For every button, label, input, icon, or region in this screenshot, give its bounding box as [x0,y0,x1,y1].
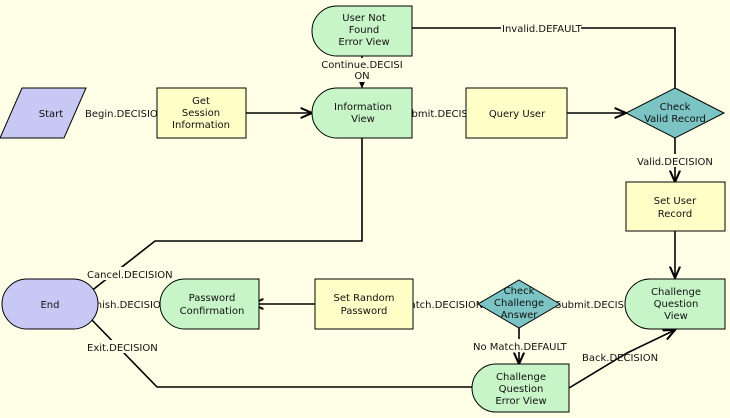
edge-label-match: Match.DECISION [400,297,483,311]
edge-match[interactable]: Match.DECISION [400,297,483,311]
svg-text:Challenge: Challenge [651,287,701,298]
edge-invalid[interactable]: Invalid.DEFAULT [385,21,676,88]
svg-text:Invalid.DEFAULT: Invalid.DEFAULT [502,24,583,35]
edge-label-back: Back.DECISION [582,353,658,364]
edge-submit[interactable]: submit.DECISION [399,106,486,120]
svg-text:Check: Check [504,286,535,297]
svg-text:Continue.DECISI: Continue.DECISI [321,60,402,71]
svg-text:Error View: Error View [338,37,389,48]
svg-text:Question: Question [499,384,544,395]
svg-text:ON: ON [354,71,369,82]
node-end[interactable]: End [1,278,99,330]
edge-label-invalid: Invalid.DEFAULT [501,21,583,35]
svg-text:User Not: User Not [342,13,386,24]
edge-finish[interactable]: Finish.DECISION [87,297,169,311]
svg-text:Check: Check [660,102,691,113]
svg-text:Answer: Answer [501,310,539,321]
edge-label-exit: Exit.DECISION [86,340,166,354]
svg-text:Exit.DECISION: Exit.DECISION [87,343,158,354]
edge-label-finish: Finish.DECISION [87,297,169,311]
svg-text:Start: Start [39,109,64,120]
svg-text:View: View [664,311,688,322]
svg-text:Valid Record: Valid Record [644,114,706,125]
node-user-not-found-error-view[interactable]: User Not Found Error View [311,5,413,57]
svg-text:Error View: Error View [495,396,546,407]
edge-no-match[interactable]: No Match.DEFAULT [472,328,568,364]
node-check-valid-record[interactable]: Check Valid Record [624,87,726,139]
svg-text:Question: Question [654,299,699,310]
svg-text:Password: Password [189,293,236,304]
node-set-user-record[interactable]: Set User Record [625,181,726,232]
node-get-session-information[interactable]: Get Session Information [156,87,247,139]
svg-text:Submit.DECISION: Submit.DECISION [555,300,642,311]
svg-text:Session: Session [182,108,220,119]
node-start[interactable]: Start [0,87,87,139]
svg-text:End: End [40,300,59,311]
edge-label-continue: Continue.DECISI ON [321,58,403,82]
node-check-challenge-answer[interactable]: Check Challenge Answer [477,279,561,329]
svg-text:Challenge: Challenge [496,372,546,383]
edge-label-cancel: Cancel.DECISION [86,267,173,281]
svg-text:Record: Record [658,209,693,220]
svg-text:Information: Information [334,102,392,113]
node-challenge-question-view[interactable]: Challenge Question View [624,278,726,330]
svg-text:Begin.DECISION: Begin.DECISION [85,109,165,120]
svg-text:View: View [351,114,375,125]
edge-continue[interactable]: Continue.DECISI ON [321,56,403,86]
svg-text:Set User: Set User [654,196,697,207]
edge-submit-challenge[interactable]: Submit.DECISION [554,297,642,311]
edge-label-submit-challenge: Submit.DECISION [554,297,642,311]
edge-cancel[interactable]: Cancel.DECISION [86,137,363,293]
svg-text:Cancel.DECISION: Cancel.DECISION [87,270,173,281]
svg-text:Match.DECISION: Match.DECISION [401,300,483,311]
svg-text:Query User: Query User [489,109,546,120]
edge-label-valid: Valid.DECISION [636,154,714,168]
svg-text:Finish.DECISION: Finish.DECISION [88,300,168,311]
svg-text:Confirmation: Confirmation [180,306,245,317]
edge-begin[interactable]: Begin.DECISION [84,106,165,120]
node-set-random-password[interactable]: Set Random Password [314,278,414,330]
node-information-view[interactable]: Information View [311,87,413,139]
svg-text:Found: Found [349,25,380,36]
edge-label-submit: submit.DECISION [399,106,486,120]
svg-text:Password: Password [341,306,388,317]
nodes: Start Get Session Information Informatio… [0,5,726,413]
svg-text:Information: Information [172,120,230,131]
node-password-confirmation[interactable]: Password Confirmation [159,278,260,330]
svg-text:Back.DECISION: Back.DECISION [582,353,658,364]
node-challenge-question-error-view[interactable]: Challenge Question Error View [471,363,570,413]
svg-text:Get: Get [192,96,210,107]
svg-text:No Match.DEFAULT: No Match.DEFAULT [473,342,568,353]
edge-label-no-match: No Match.DEFAULT [472,339,568,353]
svg-text:Valid.DECISION: Valid.DECISION [637,157,713,168]
node-query-user[interactable]: Query User [465,87,568,139]
edge-valid[interactable]: Valid.DECISION [636,138,714,182]
svg-text:Challenge: Challenge [494,298,544,309]
edge-exit[interactable]: Exit.DECISION [86,317,472,388]
svg-text:Set Random: Set Random [333,293,394,304]
edge-back[interactable]: Back.DECISION [568,330,675,389]
edges: Begin.DECISION submit.DECISION Invalid.D… [84,21,714,389]
svg-text:submit.DECISION: submit.DECISION [400,109,486,120]
edge-label-begin: Begin.DECISION [84,106,165,120]
